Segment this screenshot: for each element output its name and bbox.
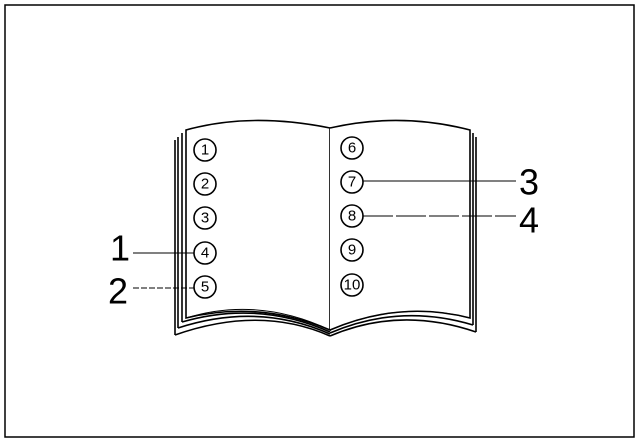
item-circle: 8 [340, 204, 364, 228]
callout-label-1: 1 [110, 228, 130, 269]
callout-label-2: 2 [108, 271, 128, 312]
right-page-items: 6 7 8 9 10 [340, 136, 364, 297]
item-number: 7 [348, 174, 356, 191]
item-circle: 2 [193, 172, 217, 196]
callout-label-4: 4 [519, 200, 539, 241]
item-number: 10 [344, 277, 361, 294]
item-circle: 9 [340, 238, 364, 262]
item-circle: 5 [193, 275, 217, 299]
item-number: 9 [348, 242, 356, 259]
callouts [133, 180, 516, 289]
item-number: 2 [201, 176, 209, 193]
item-number: 4 [201, 245, 209, 262]
frame-border [4, 4, 635, 438]
left-page-items: 1 2 3 4 5 [193, 138, 217, 299]
item-circle: 7 [340, 170, 364, 194]
item-number: 5 [201, 279, 209, 296]
item-circle: 10 [340, 273, 364, 297]
callout-label-3: 3 [519, 162, 539, 203]
item-circle: 3 [193, 206, 217, 230]
item-circle: 1 [193, 138, 217, 162]
open-book [174, 119, 477, 337]
item-circle: 6 [340, 136, 364, 160]
item-number: 3 [201, 210, 209, 227]
item-number: 8 [348, 208, 356, 225]
item-number: 6 [348, 140, 356, 157]
item-circle: 4 [193, 241, 217, 265]
item-number: 1 [201, 142, 209, 159]
